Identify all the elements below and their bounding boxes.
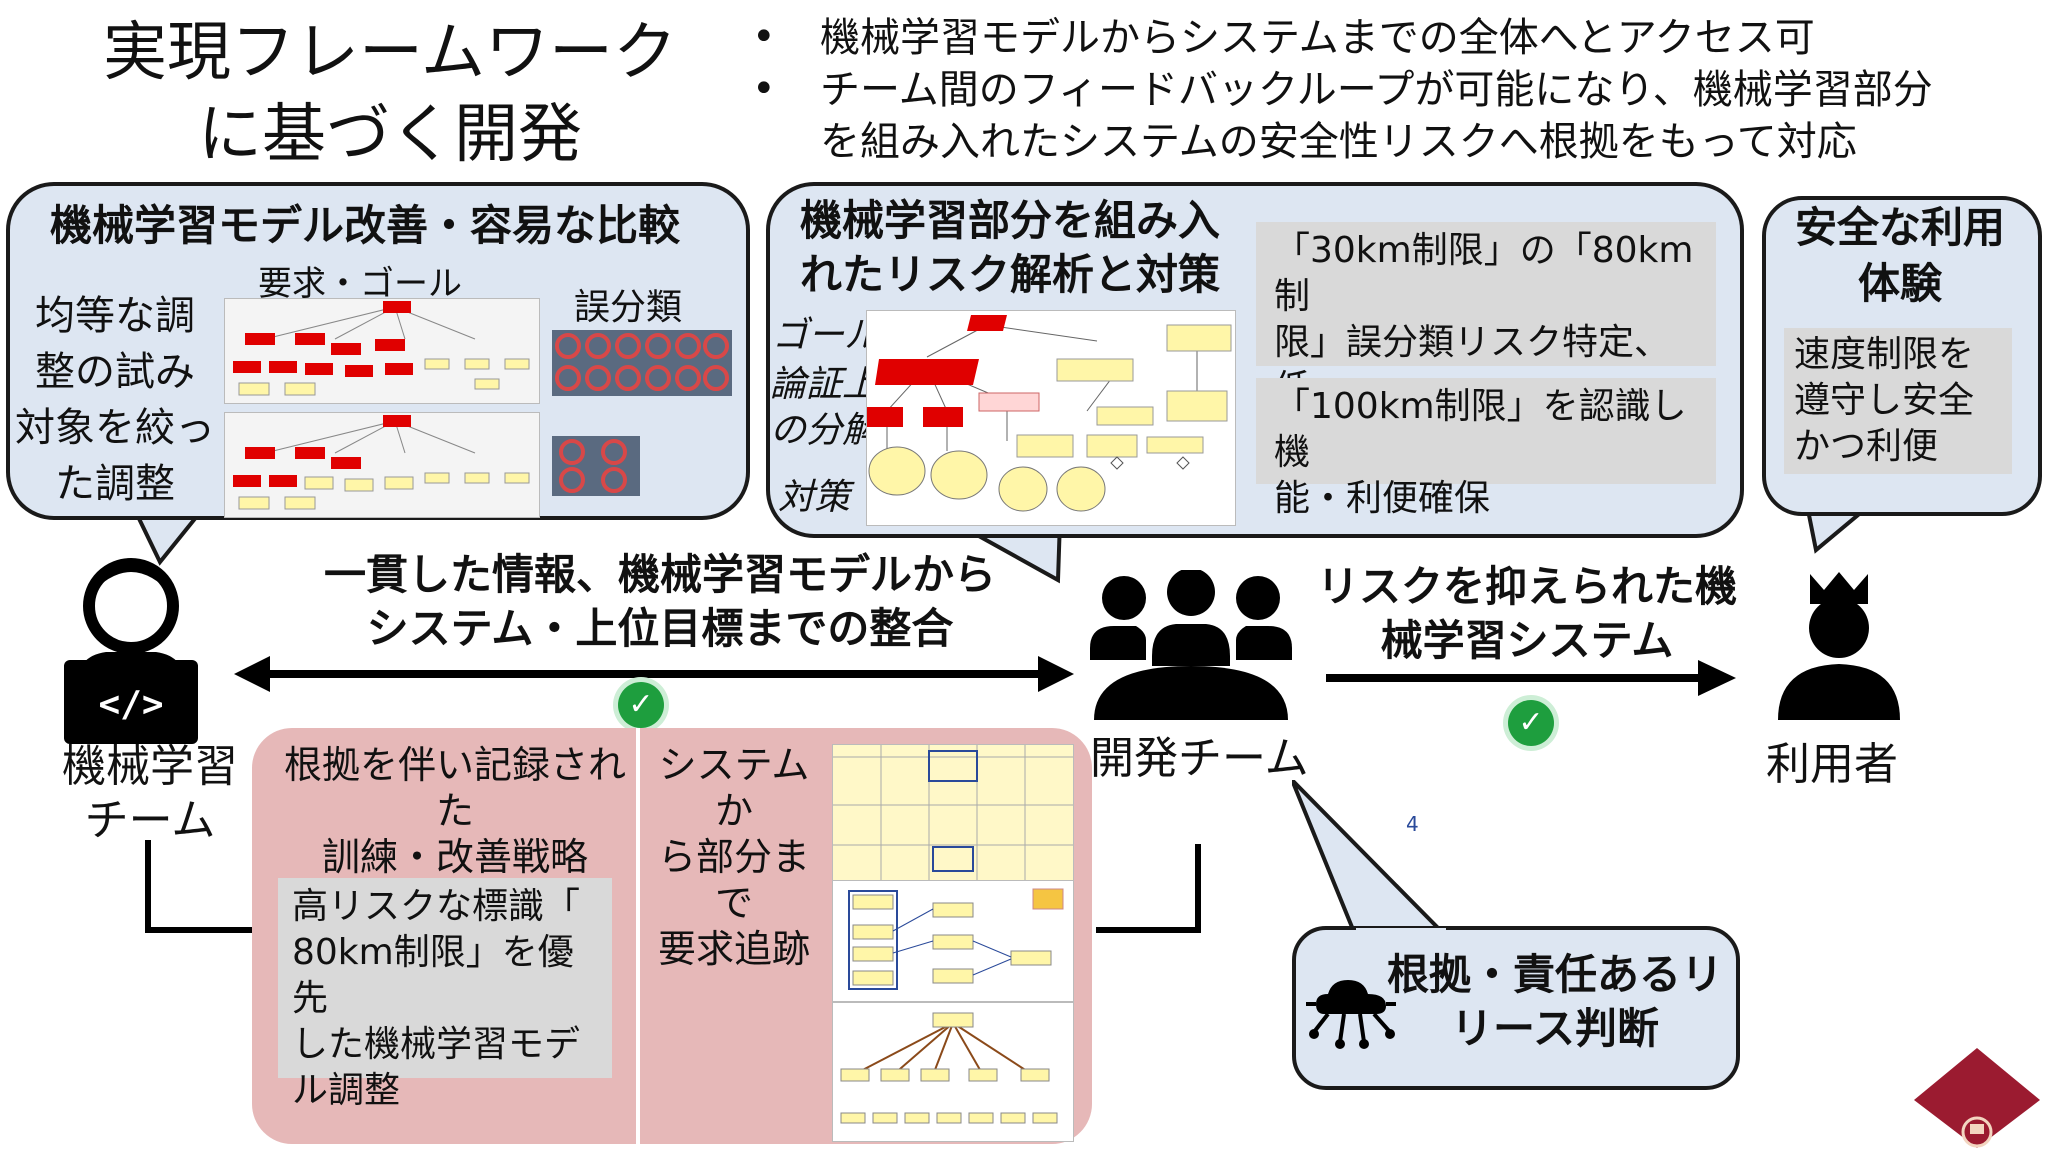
slide-title: 実現フレームワーク に基づく開発	[102, 16, 678, 172]
countermeasure-side-label: 対策	[778, 477, 851, 518]
misclassified-signs-grid-2	[552, 436, 640, 496]
check-icon-2: ✓	[1508, 700, 1554, 746]
bullet-dot-1: •	[752, 14, 776, 60]
risk-identification-box: 「30km制限」の「80km制 限」誤分類リスク特定、低 減確認	[1256, 222, 1716, 455]
left-bubble-side-text: 均等な調 整の試み 対象を絞っ た調整	[15, 293, 215, 507]
bullet-dot-2: •	[752, 66, 776, 112]
requirements-table-thumbnail	[832, 744, 1074, 882]
center-bubble-heading: 機械学習部分を組み入 れたリスク解析と対策	[799, 196, 1220, 299]
training-strategy-heading: 根拠を伴い記録された 訓練・改善戦略	[283, 743, 626, 879]
decomposition-side-label: 論証上 の分解	[770, 364, 879, 451]
panel-divider	[636, 728, 640, 1144]
consistency-double-arrow	[234, 656, 1074, 692]
traceability-diagram-thumbnail	[832, 880, 1074, 1002]
page-number: 4	[1406, 812, 1419, 836]
release-bubble-tail-cover	[1356, 928, 1446, 938]
req-goal-label: 要求・ゴール	[258, 264, 462, 304]
bullet-1: 機械学習モデルからシステムまでの全体へとアクセス可	[820, 15, 1815, 61]
feedback-loop-lines	[145, 840, 1201, 933]
release-bubble-tail	[1292, 780, 1447, 934]
release-decision-text: 根拠・責任あるリ リース判断	[1386, 950, 1723, 1053]
goal-diagram-thumbnail-2	[224, 412, 540, 518]
user-label: 利用者	[1766, 739, 1898, 790]
left-bubble-heading: 機械学習モデル改善・容易な比較	[50, 201, 681, 250]
delivery-arrow	[1326, 660, 1736, 696]
misclassified-signs-grid-1	[552, 330, 732, 396]
risk-controlled-system-text: リスクを抑えられた機 械学習システム	[1316, 562, 1737, 665]
check-icon: ✓	[618, 682, 664, 728]
right-bubble-heading: 安全な利用 体験	[1794, 203, 2005, 308]
group-icon	[1086, 570, 1296, 720]
bullet-2: チーム間のフィードバックループが可能になり、機械学習部分 を組み入れたシステムの…	[820, 67, 1933, 165]
svg-text:</>: </>	[98, 684, 163, 725]
cloud-network-icon	[1306, 972, 1396, 1052]
university-logo-icon	[1910, 1044, 2044, 1148]
goal-side-label: ゴール	[772, 315, 881, 356]
consistency-arrow-text: 一貫した情報、機械学習モデルから システム・上位目標までの整合	[323, 550, 996, 653]
laptop-person-icon: </>	[56, 548, 206, 748]
dev-team-label: 開発チーム	[1090, 733, 1309, 784]
requirements-tracing-heading: システムか ら部分まで 要求追跡	[657, 743, 810, 971]
goal-diagram-thumbnail-1	[224, 298, 540, 404]
crowned-person-icon	[1774, 570, 1904, 720]
high-risk-sign-box: 高リスクな標識「 80km制限」を優先 した機械学習モデ ル調整	[278, 878, 612, 1111]
risk-analysis-diagram	[866, 310, 1236, 526]
ml-team-label: 機械学習 チーム	[62, 741, 238, 846]
functionality-box: 「100km制限」を認識し機 能・利便確保	[1256, 378, 1716, 519]
system-tracing-diagram-thumbnail	[832, 1002, 1074, 1142]
misclass-label: 誤分類	[574, 287, 683, 328]
safe-usage-box: 速度制限を 遵守し安全 かつ利便	[1784, 328, 2012, 474]
